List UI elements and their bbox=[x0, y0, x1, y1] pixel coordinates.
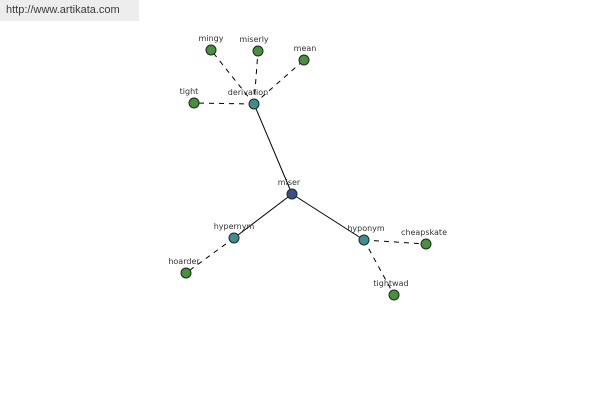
node-label-miserly: miserly bbox=[239, 35, 269, 44]
node-label-cheapskate: cheapskate bbox=[401, 228, 447, 237]
node-mingy[interactable]: mingy bbox=[199, 34, 224, 56]
node-miser[interactable]: miser bbox=[278, 178, 301, 200]
node-label-mingy: mingy bbox=[199, 34, 224, 43]
url-link[interactable]: http://www.artikata.com bbox=[6, 4, 120, 16]
node-label-mean: mean bbox=[294, 44, 317, 53]
node-label-tight: tight bbox=[180, 87, 199, 96]
node-hypernym[interactable]: hypernym bbox=[214, 222, 255, 244]
edge-hypernym-hoarder bbox=[185, 237, 235, 274]
edge-hyponym-tightwad bbox=[363, 239, 395, 296]
node-derivation[interactable]: derivation bbox=[228, 88, 268, 110]
node-cheapskate[interactable]: cheapskate bbox=[401, 228, 447, 250]
node-dot-mingy[interactable] bbox=[205, 44, 217, 56]
node-dot-miser[interactable] bbox=[286, 188, 298, 200]
node-label-hoarder: hoarder bbox=[168, 257, 200, 266]
node-dot-hypernym[interactable] bbox=[228, 232, 240, 244]
node-label-derivation: derivation bbox=[228, 88, 268, 97]
node-dot-derivation[interactable] bbox=[248, 98, 260, 110]
node-hyponym[interactable]: hyponym bbox=[347, 224, 385, 246]
node-hoarder[interactable]: hoarder bbox=[168, 257, 200, 279]
edge-miser-hypernym bbox=[233, 193, 293, 239]
node-label-tightwad: tightwad bbox=[373, 279, 408, 288]
edge-hyponym-cheapskate bbox=[363, 239, 427, 245]
node-dot-tight[interactable] bbox=[188, 97, 200, 109]
url-banner[interactable]: http://www.artikata.com bbox=[0, 0, 139, 21]
nodes-layer: miser derivation hypernym hyponym mingy miser… bbox=[168, 34, 447, 301]
edge-derivation-miserly bbox=[253, 50, 259, 105]
node-label-miser: miser bbox=[278, 178, 301, 187]
edge-derivation-mean bbox=[253, 59, 305, 105]
node-miserly[interactable]: miserly bbox=[239, 35, 269, 57]
node-dot-hyponym[interactable] bbox=[358, 234, 370, 246]
node-dot-mean[interactable] bbox=[298, 54, 310, 66]
edge-miser-hyponym bbox=[291, 193, 365, 241]
node-label-hypernym: hypernym bbox=[214, 222, 255, 231]
edge-derivation-tight bbox=[193, 102, 255, 105]
node-dot-cheapskate[interactable] bbox=[420, 238, 432, 250]
node-label-hyponym: hyponym bbox=[347, 224, 385, 233]
edges-layer bbox=[185, 49, 427, 296]
node-dot-tightwad[interactable] bbox=[388, 289, 400, 301]
edge-miser-derivation bbox=[253, 103, 293, 195]
node-tightwad[interactable]: tightwad bbox=[373, 279, 409, 301]
node-tight[interactable]: tight bbox=[180, 87, 200, 109]
edge-derivation-mingy bbox=[210, 49, 255, 105]
node-dot-hoarder[interactable] bbox=[180, 267, 192, 279]
node-mean[interactable]: mean bbox=[294, 44, 317, 66]
node-dot-miserly[interactable] bbox=[252, 45, 264, 57]
